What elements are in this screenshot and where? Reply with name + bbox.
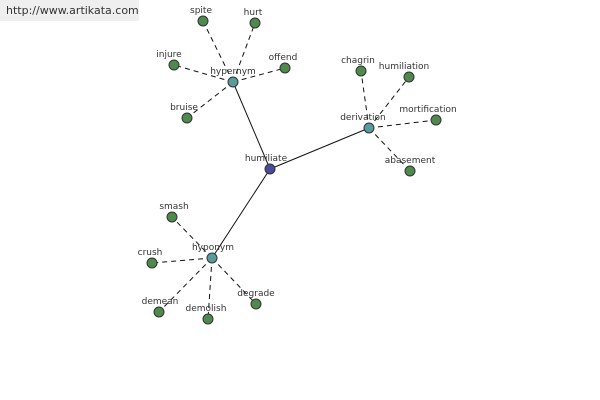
node-demolish[interactable]: [202, 313, 214, 325]
label-abasement[interactable]: abasement: [385, 156, 436, 166]
label-offend[interactable]: offend: [269, 53, 298, 63]
edge-center-hypernym: [232, 81, 271, 170]
node-injure[interactable]: [168, 59, 180, 71]
label-derivation[interactable]: derivation: [340, 113, 386, 123]
site-link[interactable]: http://www.artikata.com: [0, 0, 139, 21]
label-chagrin[interactable]: chagrin: [341, 56, 375, 66]
edge-hypernym-hurt: [232, 22, 256, 83]
node-derivation[interactable]: [363, 122, 375, 134]
node-offend[interactable]: [279, 62, 291, 74]
node-smash[interactable]: [166, 211, 178, 223]
node-degrade[interactable]: [250, 298, 262, 310]
edge-derivation-chagrin: [360, 70, 370, 129]
edge-hypernym-bruise: [186, 81, 234, 119]
edge-hyponym-degrade: [211, 257, 257, 305]
label-crush[interactable]: crush: [138, 248, 163, 258]
label-spite[interactable]: spite: [190, 6, 212, 16]
label-demean[interactable]: demean: [142, 297, 179, 307]
node-crush[interactable]: [146, 257, 158, 269]
node-demean[interactable]: [153, 306, 165, 318]
edge-center-hyponym: [211, 168, 271, 259]
edge-derivation-humiliation: [368, 76, 410, 129]
edge-hyponym-smash: [171, 216, 213, 259]
node-humiliate[interactable]: [264, 163, 276, 175]
label-mortification[interactable]: mortification: [399, 105, 456, 115]
label-humiliation[interactable]: humiliation: [379, 62, 429, 72]
label-bruise[interactable]: bruise: [170, 103, 198, 113]
edge-derivation-mortification: [368, 119, 437, 129]
node-humiliation[interactable]: [403, 71, 415, 83]
edge-hypernym-spite: [202, 20, 234, 83]
node-spite[interactable]: [197, 15, 209, 27]
edge-hyponym-demolish: [207, 257, 213, 320]
node-abasement[interactable]: [404, 165, 416, 177]
node-bruise[interactable]: [181, 112, 193, 124]
label-degrade[interactable]: degrade: [237, 289, 275, 299]
edge-hypernym-injure: [173, 64, 234, 83]
edge-hyponym-crush: [151, 257, 213, 264]
edge-hyponym-demean: [158, 257, 213, 313]
label-hypernym[interactable]: hypernym: [210, 67, 256, 77]
node-chagrin[interactable]: [355, 65, 367, 77]
label-injure[interactable]: injure: [156, 50, 182, 60]
label-demolish[interactable]: demolish: [186, 304, 227, 314]
node-mortification[interactable]: [430, 114, 442, 126]
label-smash[interactable]: smash: [159, 202, 188, 212]
edge-derivation-abasement: [368, 127, 411, 172]
node-hurt[interactable]: [249, 17, 261, 29]
label-hyponym[interactable]: hyponym: [192, 243, 234, 253]
label-hurt[interactable]: hurt: [244, 8, 263, 18]
node-hyponym[interactable]: [206, 252, 218, 264]
edge-center-derivation: [269, 127, 370, 170]
node-hypernym[interactable]: [227, 76, 239, 88]
label-humiliate[interactable]: humiliate: [245, 154, 288, 164]
